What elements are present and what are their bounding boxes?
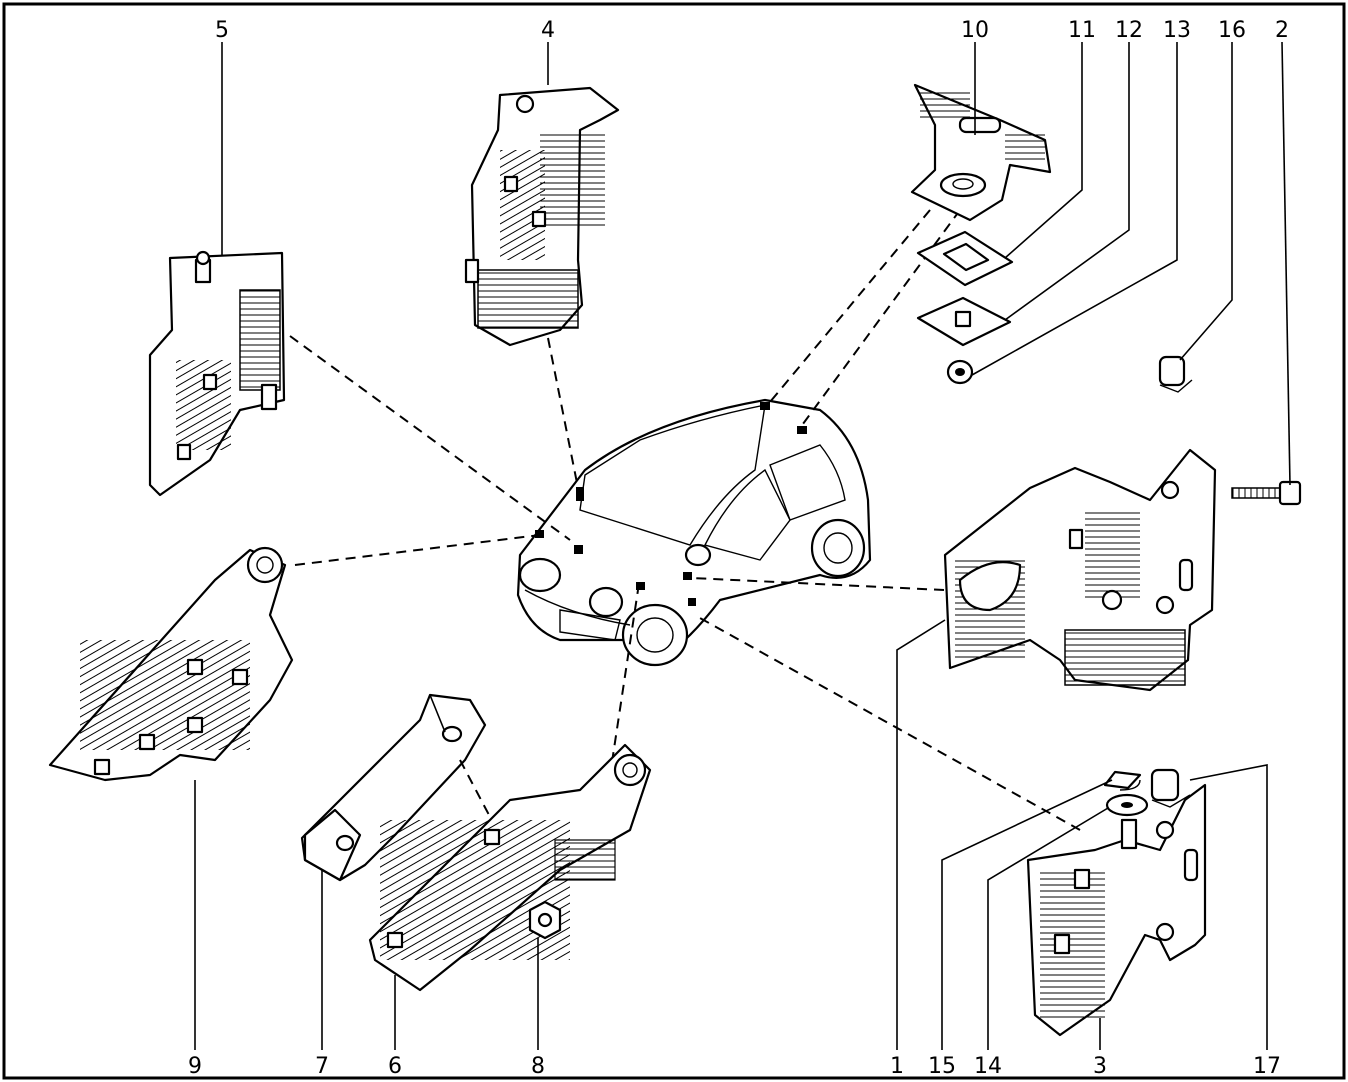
part-10-hinge [910,83,1052,222]
callout-13: 13 [1163,18,1191,43]
callout-6: 6 [388,1054,402,1079]
callout-2: 2 [1275,18,1289,43]
callout-labels: 5 4 10 11 12 13 16 2 9 7 6 8 1 15 14 3 1… [188,18,1289,1079]
part-4-bracket [464,86,620,347]
car-illustration [516,398,872,667]
callout-3: 3 [1093,1054,1107,1079]
part-15-clip [1103,770,1142,791]
part-14-washer [1105,793,1149,817]
callout-leaders [194,41,1291,1050]
callout-10: 10 [961,18,989,43]
callout-8: 8 [531,1054,545,1079]
callout-1: 1 [890,1054,904,1079]
part-6-hinge [368,743,652,992]
part-3-hinge [1026,783,1207,1037]
part-9-hinge [48,546,294,782]
part-1-hinge [943,448,1217,692]
callout-15: 15 [928,1054,956,1079]
callout-17: 17 [1253,1054,1281,1079]
part-5-bracket [148,250,286,497]
callout-14: 14 [974,1054,1002,1079]
dashed-connection-lines [289,209,1081,831]
part-2-bolt [1231,480,1302,506]
part-12-clip [916,296,1012,347]
part-8-nut [528,900,562,940]
callout-5: 5 [215,18,229,43]
callout-11: 11 [1068,18,1096,43]
callout-12: 12 [1115,18,1143,43]
part-13-nut [946,359,974,385]
part-16-nut [1158,355,1193,393]
callout-4: 4 [541,18,555,43]
part-17-nut [1150,768,1191,808]
part-7-plate [300,693,499,882]
callout-7: 7 [315,1054,329,1079]
part-11-plate [916,230,1014,287]
callout-9: 9 [188,1054,202,1079]
callout-16: 16 [1218,18,1246,43]
